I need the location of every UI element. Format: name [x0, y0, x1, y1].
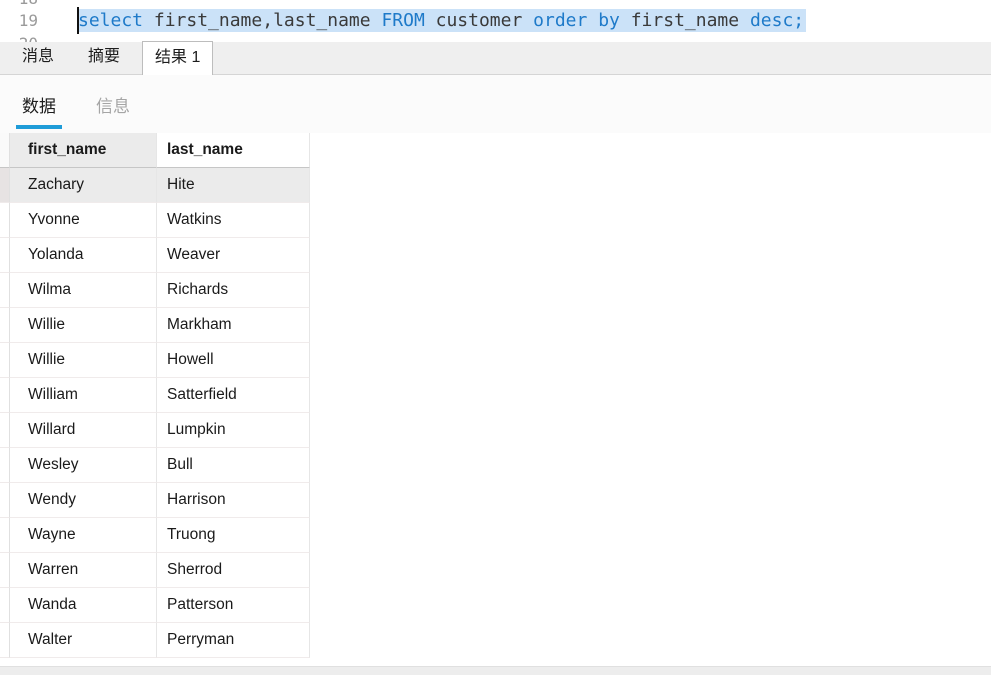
- line-number: 19: [18, 11, 38, 30]
- cell-first_name[interactable]: Warren: [10, 553, 157, 588]
- row-selector-gutter[interactable]: [0, 623, 10, 658]
- editor-line-current[interactable]: 19 select first_name,last_name FROM cust…: [0, 7, 991, 34]
- tab-result-1[interactable]: 结果 1: [142, 41, 214, 75]
- row-selector-gutter[interactable]: [0, 413, 10, 448]
- editor-line-next[interactable]: 20: [0, 32, 991, 42]
- cell-last_name[interactable]: Weaver: [157, 238, 310, 273]
- cell-last_name[interactable]: Harrison: [157, 483, 310, 518]
- row-selector-gutter[interactable]: [0, 203, 10, 238]
- cell-last_name[interactable]: Hite: [157, 168, 310, 203]
- sql-token-plain: customer: [435, 10, 534, 31]
- cell-last_name[interactable]: Satterfield: [157, 378, 310, 413]
- subtab-data[interactable]: 数据: [16, 88, 62, 129]
- tab-summary[interactable]: 摘要: [88, 48, 121, 65]
- cell-first_name[interactable]: Wesley: [10, 448, 157, 483]
- cell-first_name[interactable]: Zachary: [10, 168, 157, 203]
- row-selector-gutter[interactable]: [0, 483, 10, 518]
- sql-token-plain: first_name,last_name: [153, 10, 382, 31]
- cell-last_name[interactable]: Howell: [157, 343, 310, 378]
- data-info-tab-bar: 数据 信息: [0, 75, 991, 133]
- cell-last_name[interactable]: Bull: [157, 448, 310, 483]
- sql-token-keyword: select: [78, 10, 154, 31]
- cell-last_name[interactable]: Truong: [157, 518, 310, 553]
- cell-first_name[interactable]: Wanda: [10, 588, 157, 623]
- cell-last_name[interactable]: Richards: [157, 273, 310, 308]
- sql-token-keyword: FROM: [381, 10, 436, 31]
- text-caret: [77, 7, 79, 34]
- result-tab-bar: 消息 摘要 结果 1: [0, 41, 991, 75]
- subtab-info[interactable]: 信息: [96, 96, 130, 116]
- editor-line-prev[interactable]: 18: [0, 0, 991, 10]
- cell-first_name[interactable]: Willie: [10, 308, 157, 343]
- row-selector-gutter[interactable]: [0, 168, 10, 203]
- cell-first_name[interactable]: Yolanda: [10, 238, 157, 273]
- cell-first_name[interactable]: William: [10, 378, 157, 413]
- line-number: 18: [0, 0, 48, 8]
- cell-last_name[interactable]: Sherrod: [157, 553, 310, 588]
- cell-last_name[interactable]: Perryman: [157, 623, 310, 658]
- sql-statement[interactable]: select first_name,last_name FROM custome…: [77, 7, 807, 34]
- row-selector-gutter[interactable]: [0, 553, 10, 588]
- cell-first_name[interactable]: Willard: [10, 413, 157, 448]
- cell-last_name[interactable]: Patterson: [157, 588, 310, 623]
- row-selector-gutter[interactable]: [0, 448, 10, 483]
- row-selector-gutter[interactable]: [0, 343, 10, 378]
- horizontal-scrollbar[interactable]: [0, 666, 991, 675]
- sql-token-keyword: order by: [533, 10, 631, 31]
- cell-first_name[interactable]: Wilma: [10, 273, 157, 308]
- column-header-first_name[interactable]: first_name: [10, 133, 157, 168]
- cell-first_name[interactable]: Wendy: [10, 483, 157, 518]
- line-number: 20: [0, 34, 48, 42]
- row-selector-gutter[interactable]: [0, 588, 10, 623]
- cell-first_name[interactable]: Yvonne: [10, 203, 157, 238]
- cell-first_name[interactable]: Wayne: [10, 518, 157, 553]
- row-selector-gutter[interactable]: [0, 133, 10, 168]
- row-selector-gutter[interactable]: [0, 238, 10, 273]
- sql-token-keyword: desc;: [749, 10, 805, 31]
- cell-last_name[interactable]: Markham: [157, 308, 310, 343]
- column-header-last_name[interactable]: last_name: [157, 133, 310, 168]
- cell-first_name[interactable]: Walter: [10, 623, 157, 658]
- sql-editor[interactable]: 18 19 select first_name,last_name FROM c…: [0, 0, 991, 42]
- tab-messages[interactable]: 消息: [22, 48, 55, 65]
- row-selector-gutter[interactable]: [0, 308, 10, 343]
- row-selector-gutter[interactable]: [0, 378, 10, 413]
- sql-selection[interactable]: select first_name,last_name FROM custome…: [77, 7, 807, 34]
- row-selector-gutter[interactable]: [0, 273, 10, 308]
- cell-last_name[interactable]: Lumpkin: [157, 413, 310, 448]
- row-selector-gutter[interactable]: [0, 518, 10, 553]
- cell-last_name[interactable]: Watkins: [157, 203, 310, 238]
- cell-first_name[interactable]: Willie: [10, 343, 157, 378]
- sql-token-plain: first_name: [630, 10, 750, 31]
